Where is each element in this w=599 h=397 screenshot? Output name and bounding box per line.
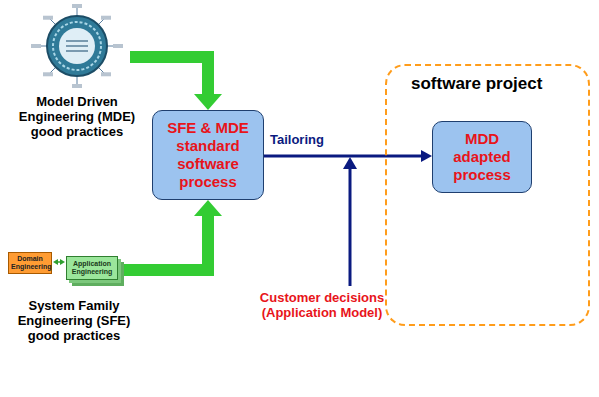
mde-illustration: Model Driven Engineering (MDE) good prac… — [10, 2, 144, 139]
process-box: MDD adapted process — [432, 121, 532, 193]
project-region: software projectMDD adapted process — [385, 64, 590, 326]
mde-icon — [29, 2, 125, 90]
connector — [53, 259, 65, 265]
node-text: MDD adapted process — [439, 130, 525, 184]
node-text: Model Driven Engineering (MDE) good prac… — [10, 94, 144, 139]
edge-label: Tailoring — [270, 132, 324, 147]
customer-caption: Customer decisions (Application Model) — [230, 290, 414, 320]
arrow-line — [349, 166, 352, 286]
text-wrap: SFE & MDE standard software process — [159, 119, 257, 191]
connector — [124, 200, 222, 270]
node-text: SFE & MDE standard software process — [159, 119, 257, 191]
process-box: SFE & MDE standard software process — [152, 110, 264, 200]
arrow-head — [343, 157, 357, 169]
connector — [264, 150, 432, 162]
node-text: Domain Engineering — [11, 255, 49, 271]
node-text: software project — [411, 74, 542, 94]
domain-box: Domain Engineering — [8, 252, 52, 274]
connector — [130, 57, 222, 110]
application-box: Application Engineering — [66, 256, 118, 280]
node-text: Application Engineering — [69, 260, 115, 276]
text-wrap: MDD adapted process — [439, 130, 525, 184]
sfe-caption: System Family Engineering (SFE) good pra… — [8, 298, 140, 343]
